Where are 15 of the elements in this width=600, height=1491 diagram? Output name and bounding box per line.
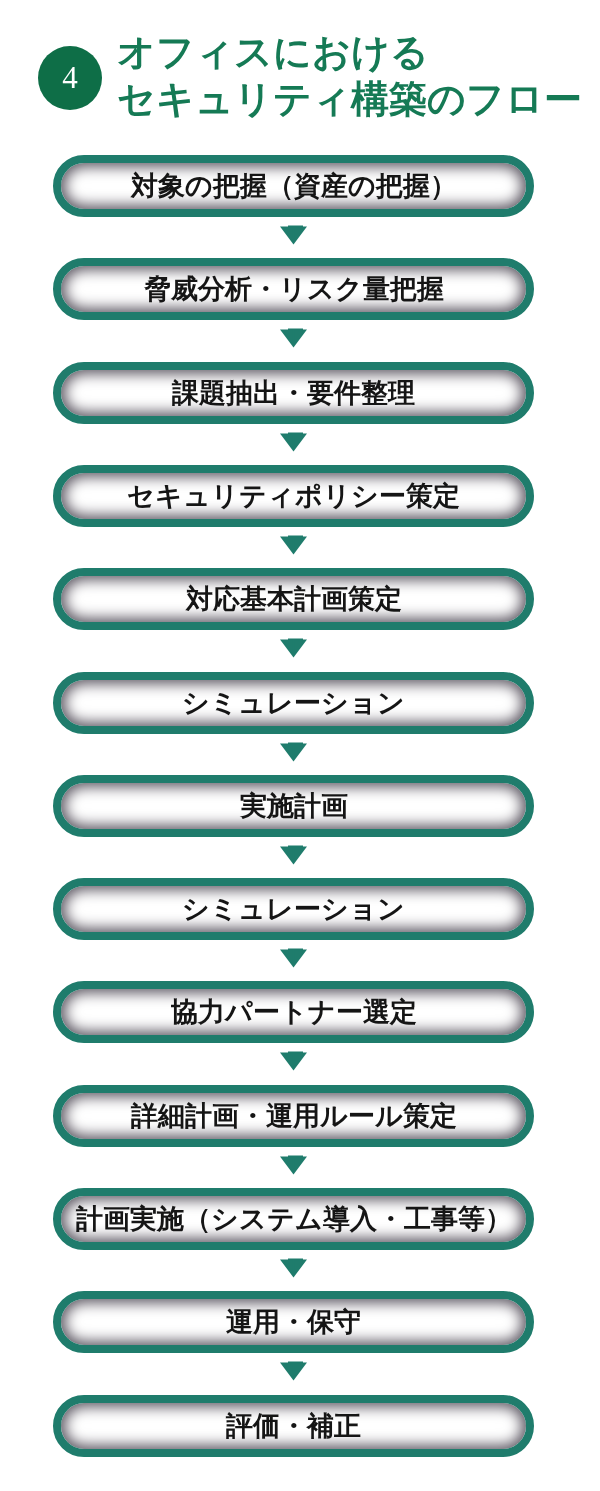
process-box: 詳細計画・運用ルール策定 bbox=[53, 1085, 534, 1147]
process-box: 実施計画 bbox=[53, 775, 534, 837]
process-box: 計画実施（システム導入・工事等） bbox=[53, 1188, 534, 1250]
process-box: 対応基本計画策定 bbox=[53, 568, 534, 630]
process-box: シミュレーション bbox=[53, 672, 534, 734]
process-box: 評価・補正 bbox=[53, 1395, 534, 1457]
process-box: シミュレーション bbox=[53, 878, 534, 940]
process-box: セキュリティポリシー策定 bbox=[53, 465, 534, 527]
process-box: 協力パートナー選定 bbox=[53, 981, 534, 1043]
process-box: 脅威分析・リスク量把握 bbox=[53, 258, 534, 320]
process-box: 課題抽出・要件整理 bbox=[53, 362, 534, 424]
title: オフィスにおけるセキュリティ構築のフロー bbox=[117, 29, 583, 123]
process-box: 対象の把握（資産の把握） bbox=[53, 155, 534, 217]
number-circle: 4 bbox=[38, 46, 102, 110]
process-box: 運用・保守 bbox=[53, 1291, 534, 1353]
